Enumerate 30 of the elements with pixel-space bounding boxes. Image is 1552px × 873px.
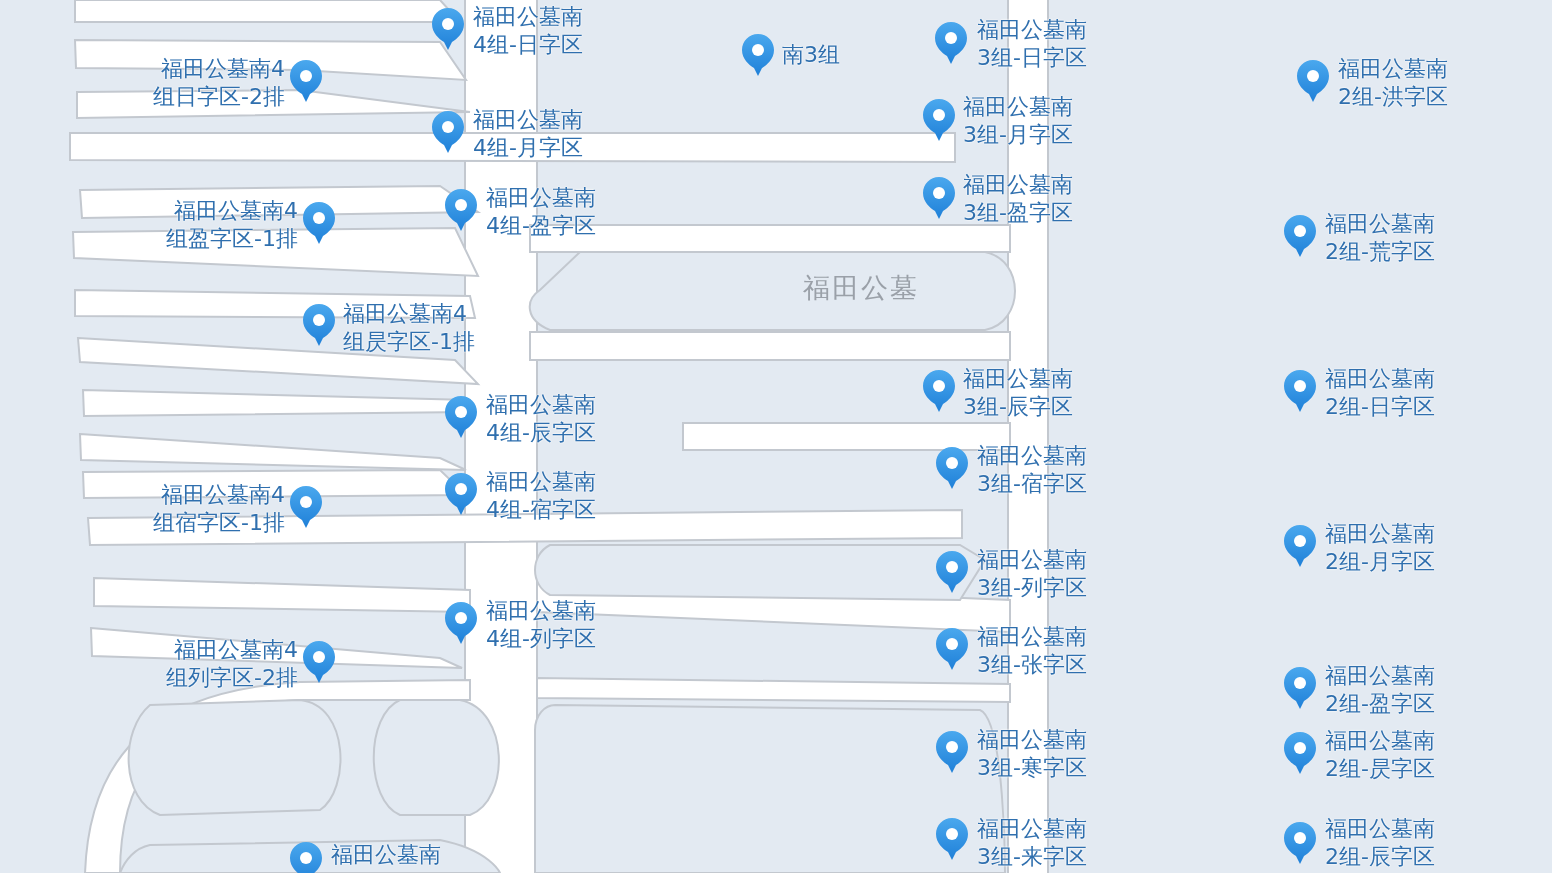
place-label: 福田公墓南3组-来字区 [977, 815, 1088, 871]
place-label: 福田公墓南2组-昃字区 [1325, 727, 1436, 783]
place-label: 福田公墓南2组-盈字区 [1325, 662, 1436, 718]
place-label: 福田公墓南2组-日字区 [1325, 365, 1436, 421]
place-label: 福田公墓南3组-辰字区 [963, 365, 1074, 421]
place-label: 福田公墓南3组-日字区 [977, 16, 1088, 72]
place-label: 福田公墓南 [331, 841, 442, 869]
place-label: 福田公墓南3组-宿字区 [977, 442, 1088, 498]
place-label: 福田公墓南3组-寒字区 [977, 726, 1088, 782]
place-label: 福田公墓南4组盈字区-1排 [165, 197, 298, 253]
place-label: 福田公墓南4组日字区-2排 [152, 55, 285, 111]
place-label: 南3组 [782, 41, 841, 69]
place-label: 福田公墓南4组-宿字区 [486, 468, 597, 524]
place-label: 福田公墓南4组-盈字区 [486, 184, 597, 240]
place-label: 福田公墓南3组-张字区 [977, 623, 1088, 679]
place-label: 福田公墓南2组-月字区 [1325, 520, 1436, 576]
place-label: 福田公墓南4组-月字区 [473, 106, 584, 162]
area-label: 福田公墓 [803, 272, 919, 304]
place-label: 福田公墓南3组-列字区 [977, 546, 1088, 602]
place-label: 福田公墓南4组-列字区 [486, 597, 597, 653]
place-label: 福田公墓南2组-荒字区 [1325, 210, 1436, 266]
place-label: 福田公墓南4组-辰字区 [486, 391, 597, 447]
place-label: 福田公墓南2组-辰字区 [1325, 815, 1436, 871]
place-label: 福田公墓南4组列字区-2排 [165, 636, 298, 692]
place-label: 福田公墓南4组宿字区-1排 [152, 481, 285, 537]
place-label: 福田公墓南2组-洪字区 [1338, 55, 1449, 111]
place-label: 福田公墓南3组-月字区 [963, 93, 1074, 149]
place-label: 福田公墓南4组-日字区 [473, 3, 584, 59]
place-label: 福田公墓南4组昃字区-1排 [343, 300, 476, 356]
place-label: 福田公墓南3组-盈字区 [963, 171, 1074, 227]
